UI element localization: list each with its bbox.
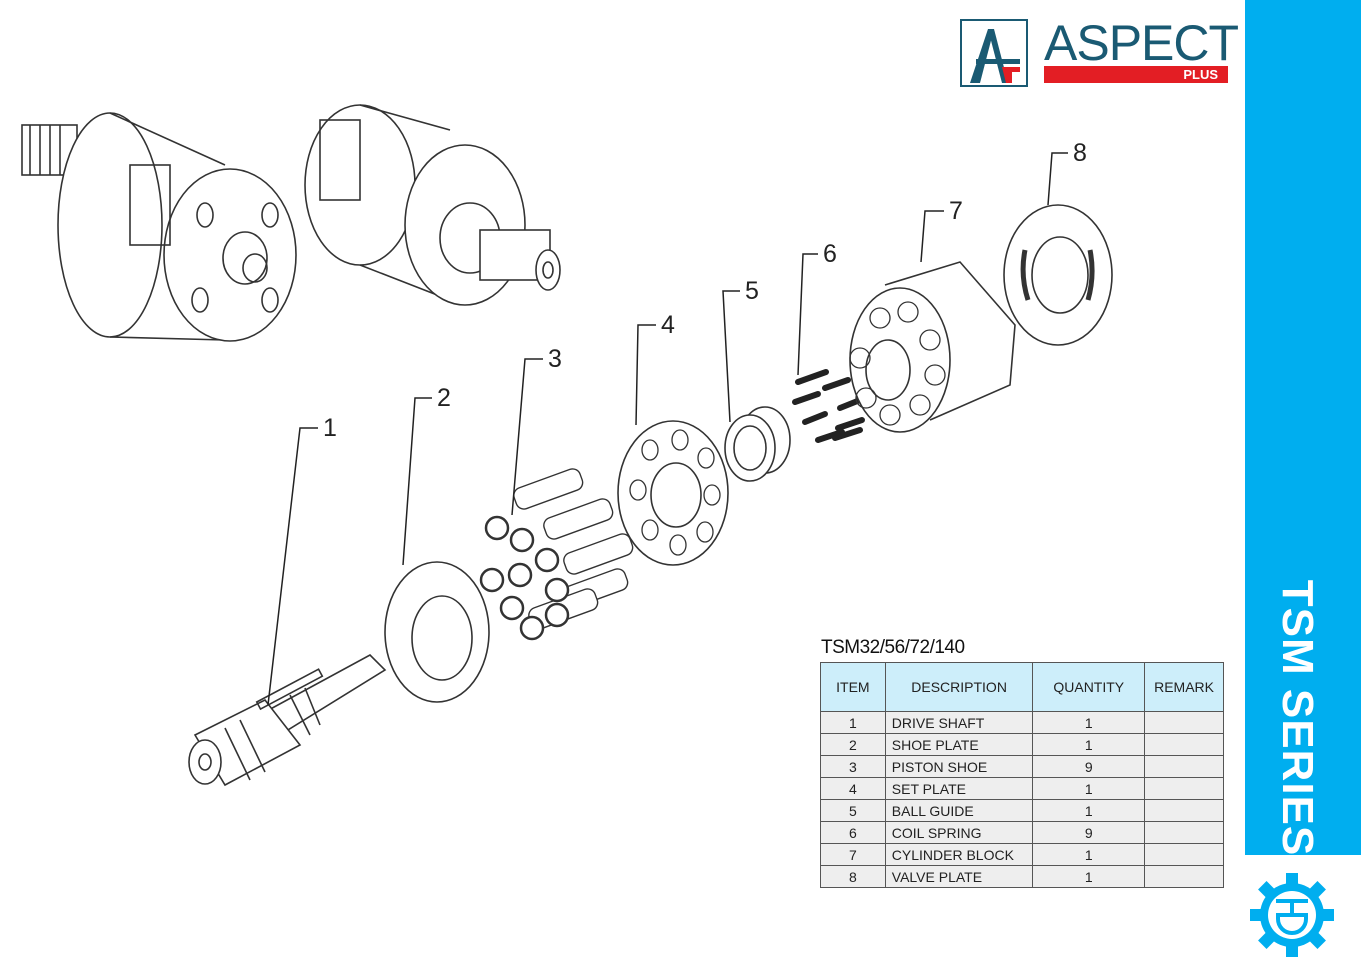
cell-quantity: 1 [1032,711,1146,734]
part-valve-plate [1003,204,1113,346]
part-cylinder-block [849,261,1016,433]
cell-quantity: 1 [1032,777,1146,800]
cell-remark [1144,843,1224,866]
cell-remark [1144,865,1224,888]
callout-1: 1 [323,414,337,442]
aspect-plus-logo: ASPECT PLUS [960,17,1239,91]
assembled-pump-left [21,112,297,342]
cell-item: 4 [820,777,886,800]
side-band [1245,0,1361,855]
cell-description: BALL GUIDE [884,799,1034,822]
logo-bar: PLUS [1044,66,1228,83]
cell-remark [1144,711,1224,734]
header-quantity: QUANTITY [1032,662,1146,712]
logo-plus: PLUS [1183,67,1218,82]
callout-7: 7 [949,197,963,225]
cell-item: 3 [820,755,886,778]
cell-remark [1144,799,1224,822]
exploded-parts-diagram [21,104,1113,787]
cell-description: DRIVE SHAFT [884,711,1034,734]
cell-description: SHOE PLATE [884,733,1034,756]
cell-description: VALVE PLATE [884,865,1034,888]
cell-item: 2 [820,733,886,756]
cell-remark [1144,777,1224,800]
header-description: DESCRIPTION [884,662,1034,712]
cell-quantity: 9 [1032,821,1146,844]
header-remark: REMARK [1144,662,1224,712]
company-gear-logo [1250,873,1334,957]
part-set-plate [617,420,729,566]
callout-8: 8 [1073,139,1087,167]
table-title: TSM32/56/72/140 [821,637,965,658]
cell-description: CYLINDER BLOCK [884,843,1034,866]
cell-quantity: 1 [1032,843,1146,866]
leader-lines [267,152,1068,706]
cell-item: 5 [820,799,886,822]
cell-quantity: 1 [1032,799,1146,822]
logo-mark [960,19,1028,87]
cell-item: 1 [820,711,886,734]
cell-remark [1144,733,1224,756]
cell-quantity: 1 [1032,733,1146,756]
cell-remark [1144,821,1224,844]
series-title: TSM SERIES [1273,579,1322,857]
cell-quantity: 9 [1032,755,1146,778]
callout-3: 3 [548,345,562,373]
part-drive-shaft [188,654,387,787]
cell-item: 7 [820,843,886,866]
cell-item: 8 [820,865,886,888]
cell-description: SET PLATE [884,777,1034,800]
cell-quantity: 1 [1032,865,1146,888]
part-shoe-plate [384,561,490,703]
header-item: ITEM [820,662,886,712]
logo-word: ASPECT [1044,15,1239,71]
part-piston-shoes [479,468,634,641]
cell-description: COIL SPRING [884,821,1034,844]
callout-4: 4 [661,311,675,339]
cell-description: PISTON SHOE [884,755,1034,778]
assembled-pump-right [304,104,561,306]
cell-remark [1144,755,1224,778]
callout-5: 5 [745,277,759,305]
cell-item: 6 [820,821,886,844]
part-ball-guide [724,406,791,482]
callout-2: 2 [437,384,451,412]
callout-6: 6 [823,240,837,268]
